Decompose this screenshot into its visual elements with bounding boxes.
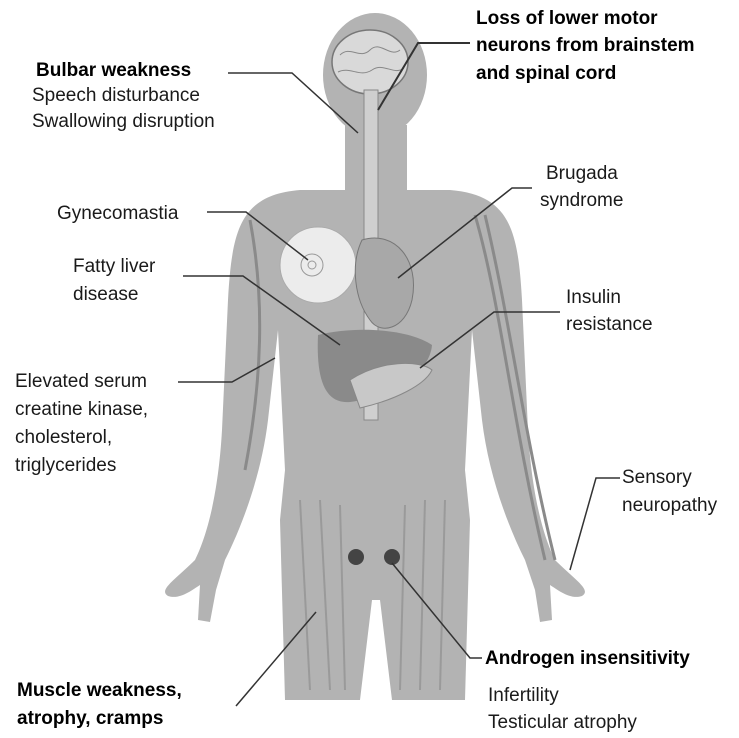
sensory-label-2: neuropathy xyxy=(622,492,717,519)
testicular-atrophy-label: Testicular atrophy xyxy=(488,709,637,736)
speech-disturbance-label: Speech disturbance xyxy=(32,82,200,109)
androgen-insensitivity-title: Androgen insensitivity xyxy=(485,645,690,672)
brugada-label-2: syndrome xyxy=(540,187,623,214)
serum-label-3: cholesterol, xyxy=(15,424,112,451)
motor-neuron-title-2: neurons from brainstem xyxy=(476,32,695,59)
swallowing-disruption-label: Swallowing disruption xyxy=(32,108,215,135)
brain xyxy=(332,30,408,94)
fatty-liver-label-2: disease xyxy=(73,281,139,308)
testis-right xyxy=(384,549,400,565)
serum-label-4: triglycerides xyxy=(15,452,116,479)
brugada-label-1: Brugada xyxy=(546,160,618,187)
muscle-weakness-title-2: atrophy, cramps xyxy=(17,705,163,732)
gynecomastia-label: Gynecomastia xyxy=(57,200,178,227)
sensory-label-1: Sensory xyxy=(622,464,692,491)
muscle-weakness-title-1: Muscle weakness, xyxy=(17,677,182,704)
serum-label-2: creatine kinase, xyxy=(15,396,148,423)
testis-left xyxy=(348,549,364,565)
motor-neuron-title-1: Loss of lower motor xyxy=(476,5,658,32)
motor-neuron-title-3: and spinal cord xyxy=(476,60,616,87)
bulbar-weakness-title: Bulbar weakness xyxy=(36,57,191,84)
insulin-label-2: resistance xyxy=(566,311,653,338)
infertility-label: Infertility xyxy=(488,682,559,709)
insulin-label-1: Insulin xyxy=(566,284,621,311)
serum-label-1: Elevated serum xyxy=(15,368,147,395)
fatty-liver-label-1: Fatty liver xyxy=(73,253,155,280)
leader-sensory xyxy=(570,478,620,570)
breast xyxy=(280,227,356,303)
